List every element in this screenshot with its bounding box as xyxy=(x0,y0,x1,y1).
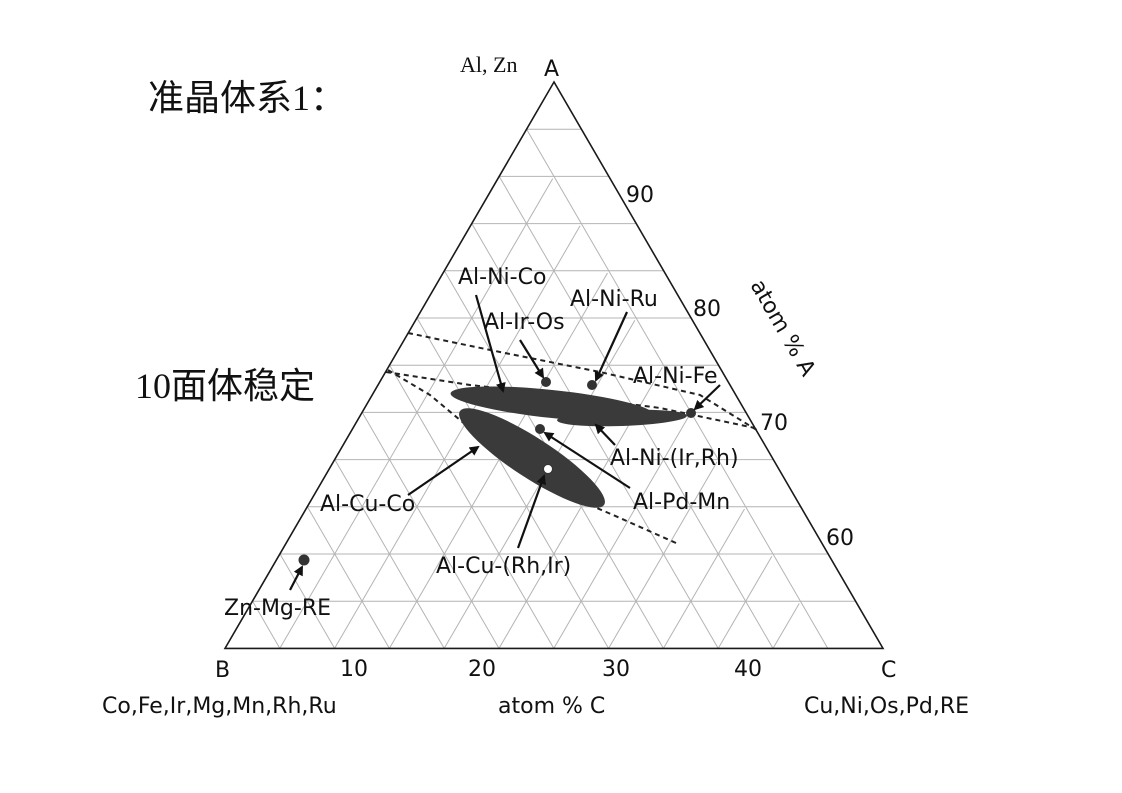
tick-a-80: 80 xyxy=(693,297,721,322)
label-al-ni-co: Al-Ni-Co xyxy=(458,265,546,290)
tick-c-10: 10 xyxy=(340,657,368,682)
label-al-cu-co: Al-Cu-Co xyxy=(320,492,415,517)
point-al-cu-rh-ir xyxy=(543,464,553,474)
side-note: 10面体稳定 xyxy=(135,366,315,406)
system-points xyxy=(298,377,696,566)
vertex-c-letter: C xyxy=(881,658,896,683)
label-zn-mg-re: Zn-Mg-RE xyxy=(224,596,331,621)
label-arrows xyxy=(289,294,721,591)
vertex-c-elements: Cu,Ni,Os,Pd,RE xyxy=(804,694,969,719)
label-al-cu-rh-ir: Al-Cu-(Rh,Ir) xyxy=(436,554,571,579)
region-al-cu-co xyxy=(459,408,605,508)
right-axis-ticks: 90 80 70 60 xyxy=(626,183,854,551)
tick-c-40: 40 xyxy=(734,657,762,682)
vertex-a-letter: A xyxy=(544,57,559,82)
label-al-ir-os: Al-Ir-Os xyxy=(484,310,565,335)
tick-a-60: 60 xyxy=(826,526,854,551)
label-al-ni-ir-rh: Al-Ni-(Ir,Rh) xyxy=(610,446,739,471)
vertex-b-letter: B xyxy=(215,658,230,683)
stability-regions xyxy=(450,386,687,508)
point-al-pd-mn xyxy=(535,424,545,434)
point-al-ir-os xyxy=(541,377,551,387)
point-zn-mg-re xyxy=(298,554,310,566)
label-al-pd-mn: Al-Pd-Mn xyxy=(633,490,730,515)
label-al-ni-fe: Al-Ni-Fe xyxy=(633,364,718,389)
right-axis-title: atom % A xyxy=(745,276,820,381)
tick-c-20: 20 xyxy=(468,657,496,682)
tick-a-90: 90 xyxy=(626,183,654,208)
bottom-axis-title: atom % C xyxy=(498,694,605,719)
system-labels: Al-Ni-Co Al-Ni-Ru Al-Ir-Os Al-Ni-Fe Al-N… xyxy=(224,265,739,621)
page-title: 准晶体系1： xyxy=(148,78,346,118)
bottom-axis-ticks: 10 20 30 40 xyxy=(340,657,762,682)
tick-c-30: 30 xyxy=(602,657,630,682)
tick-a-70: 70 xyxy=(760,411,788,436)
triangle-outline xyxy=(223,80,885,650)
point-al-ni-fe xyxy=(686,408,696,418)
vertex-a-elements: Al, Zn xyxy=(460,52,517,77)
region-al-ni-ir-rh xyxy=(557,409,687,427)
vertex-b-elements: Co,Fe,Ir,Mg,Mn,Rh,Ru xyxy=(102,694,337,719)
point-al-ni-ru xyxy=(587,380,597,390)
label-al-ni-ru: Al-Ni-Ru xyxy=(570,287,658,312)
